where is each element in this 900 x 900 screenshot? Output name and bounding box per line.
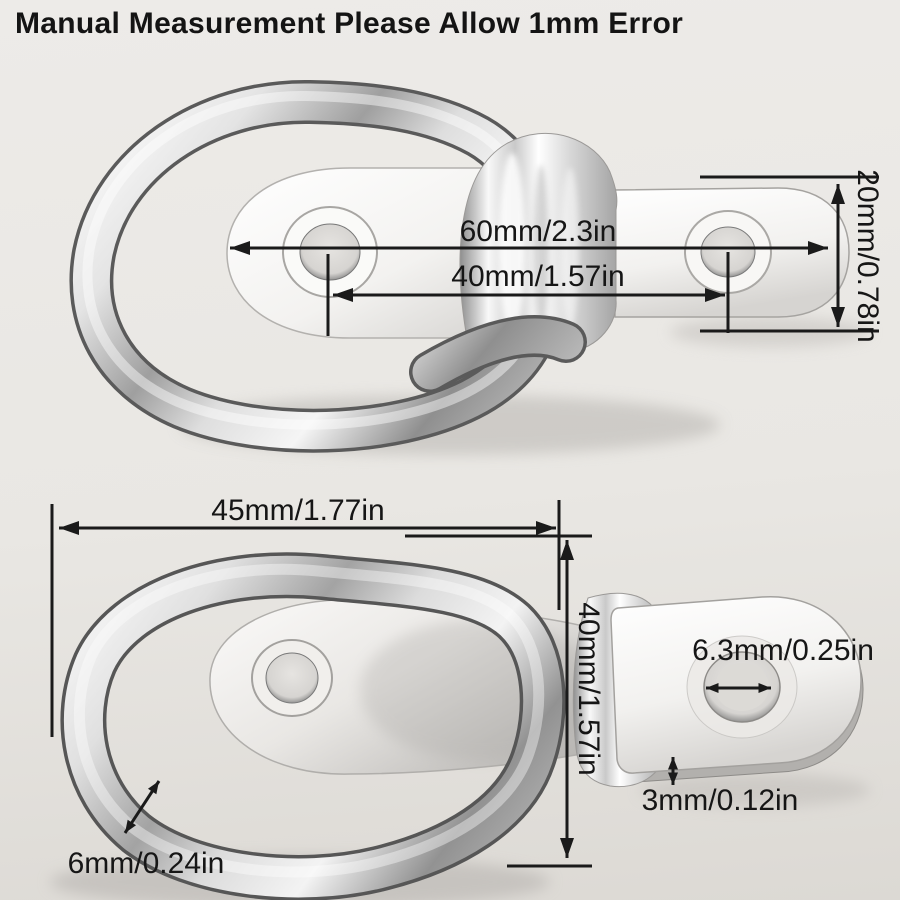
- dimension-annotations: [50, 175, 879, 868]
- top-plate-hole: [299, 223, 361, 281]
- hump-shade: [534, 165, 548, 335]
- bottom-plate-hole: [265, 652, 319, 704]
- bottom-d-ring: [60, 552, 566, 900]
- dim-label-ring-width: 45mm/1.77in: [211, 494, 385, 527]
- dim-label-rod-diameter: 6mm/0.24in: [67, 847, 225, 880]
- top-d-ring: [69, 79, 568, 453]
- dim-label-overall-width: 60mm/2.3in: [459, 215, 617, 248]
- dim-label-plate-thickness: 3mm/0.12in: [641, 784, 799, 817]
- dim-arrow-6mm: [123, 780, 161, 834]
- dim-label-ring-height: 40mm/1.57in: [572, 602, 605, 776]
- dim-label-bracket-width: 20mm/0.78in: [851, 169, 884, 343]
- dim-label-hole-diameter: 6.3mm/0.25in: [692, 634, 874, 667]
- dim-label-hole-spacing: 40mm/1.57in: [451, 260, 625, 293]
- bottom-product: [60, 552, 864, 900]
- top-ring-front-segment: [409, 315, 587, 393]
- page-title: Manual Measurement Please Allow 1mm Erro…: [15, 7, 684, 40]
